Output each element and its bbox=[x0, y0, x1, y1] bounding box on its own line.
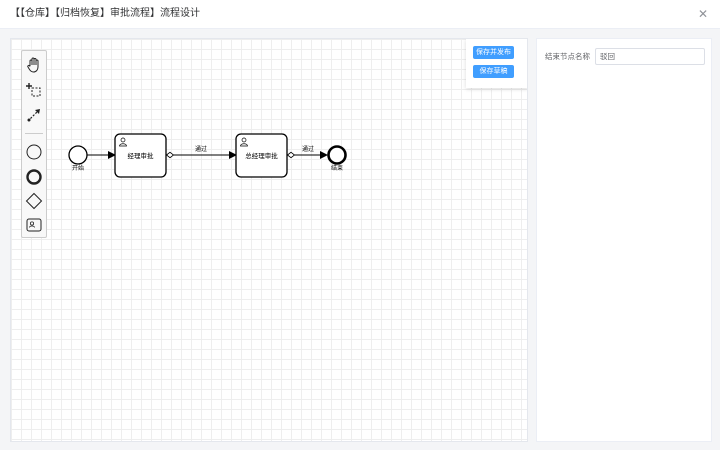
end-event-label: 结束 bbox=[331, 164, 343, 172]
user-task-icon bbox=[240, 137, 248, 147]
global-connect-icon[interactable] bbox=[24, 105, 44, 125]
user-task-icon[interactable] bbox=[24, 215, 44, 235]
properties-panel: 结束节点名称 bbox=[536, 38, 712, 442]
process-diagram: 开始 经理审批 通过 bbox=[68, 133, 347, 178]
dialog-title: 【【仓库】【归档恢复】审批流程】流程设计 bbox=[10, 8, 200, 19]
task-label: 经理审批 bbox=[128, 151, 155, 160]
task-label: 总经理审批 bbox=[245, 151, 278, 160]
task-gm-approval[interactable]: 总经理审批 bbox=[235, 133, 288, 178]
end-event-icon[interactable] bbox=[24, 167, 44, 187]
exclusive-gateway-icon[interactable] bbox=[24, 191, 44, 211]
user-task-icon bbox=[119, 137, 127, 147]
conditional-flow-marker bbox=[286, 151, 296, 159]
start-event[interactable] bbox=[68, 145, 88, 165]
save-actions-panel: 保存并发布 保存草稿 bbox=[466, 39, 527, 88]
flow-label: 通过 bbox=[195, 145, 207, 153]
end-event[interactable] bbox=[327, 145, 347, 165]
start-event-icon[interactable] bbox=[24, 142, 44, 162]
palette-divider bbox=[25, 133, 43, 134]
dialog-header: 【【仓库】【归档恢复】审批流程】流程设计 ✕ bbox=[0, 0, 720, 29]
save-and-deploy-button[interactable]: 保存并发布 bbox=[473, 46, 514, 59]
task-manager-approval[interactable]: 经理审批 bbox=[114, 133, 167, 178]
conditional-flow-marker bbox=[165, 151, 175, 159]
bpmn-canvas[interactable]: 开始 经理审批 通过 bbox=[10, 38, 528, 442]
end-node-name-input[interactable] bbox=[595, 48, 705, 65]
flow-label: 通过 bbox=[302, 145, 314, 153]
lasso-tool-icon[interactable] bbox=[24, 80, 44, 100]
hand-tool-icon[interactable] bbox=[24, 55, 44, 75]
save-draft-button[interactable]: 保存草稿 bbox=[473, 65, 514, 78]
close-icon[interactable]: ✕ bbox=[697, 7, 709, 21]
end-node-name-label: 结束节点名称 bbox=[545, 52, 590, 61]
dialog-body: 开始 经理审批 通过 bbox=[0, 29, 720, 450]
tool-palette bbox=[21, 50, 47, 238]
start-event-label: 开始 bbox=[72, 164, 84, 172]
